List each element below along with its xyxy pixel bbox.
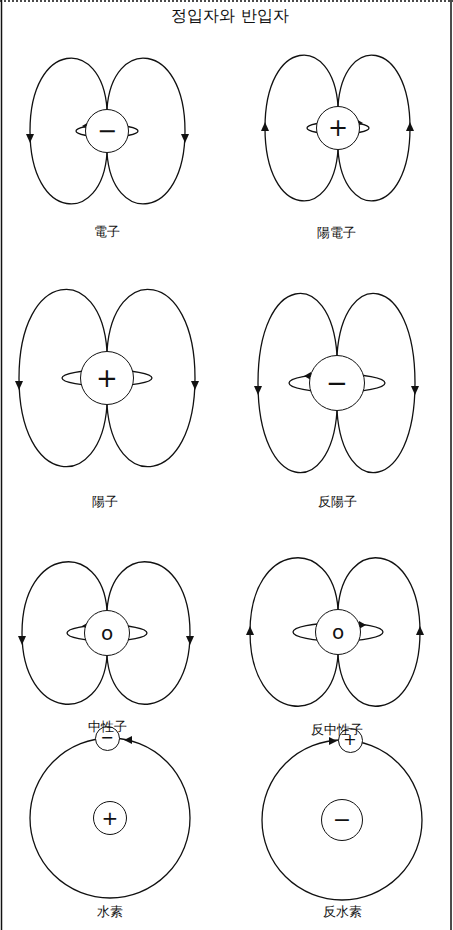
caption-label: 中性子: [88, 719, 127, 735]
caption-label: 電子: [94, 224, 120, 240]
particle-circle: −: [309, 355, 365, 411]
caption-label: 反陽子: [318, 494, 357, 510]
caption-label: 陽電子: [317, 225, 356, 241]
charge-sign: +: [328, 116, 348, 140]
caption-label: 陽子: [92, 494, 118, 510]
particle-circle: −: [321, 799, 363, 841]
charge-sign: o: [101, 623, 113, 643]
particle-circle: −: [85, 109, 129, 153]
charge-sign: −: [97, 119, 117, 143]
particle-circle: o: [315, 609, 361, 655]
charge-sign: +: [102, 808, 119, 828]
caption-label: 反水素: [323, 904, 362, 920]
caption-label: 反中性子: [311, 722, 363, 738]
particle-circle: +: [93, 801, 127, 835]
particle-circle: +: [316, 106, 360, 150]
particle-circle: +: [80, 351, 134, 405]
diagram-title: 정입자와 반입자: [171, 6, 288, 25]
particle-circle: o: [84, 610, 130, 656]
charge-sign: +: [96, 365, 118, 391]
caption-label: 水素: [97, 904, 123, 920]
charge-sign: o: [332, 622, 344, 642]
charge-sign: −: [326, 370, 348, 396]
charge-sign: −: [333, 809, 351, 831]
